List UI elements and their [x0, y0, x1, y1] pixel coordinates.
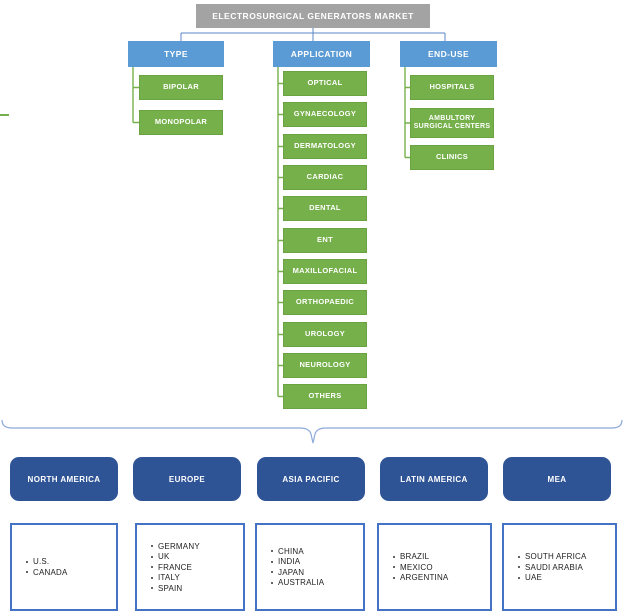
region-header-europe: EUROPE: [133, 457, 241, 501]
bullet-icon: [271, 581, 273, 584]
bullet-icon: [393, 566, 395, 568]
segment-header-application-label: APPLICATION: [290, 49, 353, 59]
country-item: GERMANY: [151, 542, 243, 551]
segment-header-type: TYPE: [128, 41, 224, 67]
segment-header-application: APPLICATION: [273, 41, 370, 67]
application-item: DENTAL: [283, 196, 367, 221]
bullet-icon: [393, 576, 395, 579]
bullet-icon: [271, 571, 273, 574]
region-header-north-america: NORTH AMERICA: [10, 457, 118, 501]
bullet-icon: [271, 550, 273, 553]
enduse-item: HOSPITALS: [410, 75, 494, 100]
country-item: SAUDI ARABIA: [518, 563, 615, 572]
country-item: ARGENTINA: [393, 573, 490, 582]
region-list-asia-pacific: CHINA INDIA JAPAN AUSTRALIA: [255, 523, 365, 611]
type-item: MONOPOLAR: [139, 110, 223, 135]
segment-header-enduse: END-USE: [400, 41, 497, 67]
segment-header-type-label: TYPE: [164, 49, 188, 59]
country-item: AUSTRALIA: [271, 578, 363, 587]
region-header-latin-america: LATIN AMERICA: [380, 457, 488, 501]
region-header-asia-pacific: ASIA PACIFIC: [257, 457, 365, 501]
bullet-icon: [393, 555, 395, 558]
country-item: UK: [151, 552, 243, 561]
application-item: DERMATOLOGY: [283, 134, 367, 159]
country-item: U.S.: [26, 557, 116, 566]
enduse-item: CLINICS: [410, 145, 494, 170]
regions-brace: [1, 419, 623, 444]
application-item: UROLOGY: [283, 322, 367, 347]
root-title-box: ELECTROSURGICAL GENERATORS MARKET: [196, 4, 430, 28]
country-item: CHINA: [271, 547, 363, 556]
country-item: JAPAN: [271, 568, 363, 577]
segment-header-enduse-label: END-USE: [427, 49, 470, 59]
bullet-icon: [518, 555, 520, 558]
application-item: NEUROLOGY: [283, 353, 367, 378]
application-item: ORTHOPAEDIC: [283, 290, 367, 315]
country-item: CANADA: [26, 568, 116, 577]
country-item: MEXICO: [393, 563, 490, 572]
application-item: MAXILLOFACIAL: [283, 259, 367, 284]
bullet-icon: [26, 560, 28, 563]
bullet-icon: [151, 555, 153, 558]
region-list-europe: GERMANY UK FRANCE ITALY SPAIN: [135, 523, 245, 611]
country-item: ITALY: [151, 573, 243, 582]
application-item: OPTICAL: [283, 71, 367, 96]
region-list-mea: SOUTH AFRICA SAUDI ARABIA UAE: [502, 523, 617, 611]
blue-connectors: [180, 28, 446, 41]
region-list-north-america: U.S. CANADA: [10, 523, 118, 611]
type-item: BIPOLAR: [139, 75, 223, 100]
country-item: BRAZIL: [393, 552, 490, 561]
country-item: FRANCE: [151, 563, 243, 572]
bullet-icon: [151, 587, 153, 589]
bullet-icon: [518, 566, 520, 568]
bullet-icon: [26, 571, 28, 574]
bullet-icon: [151, 566, 153, 568]
bullet-icon: [271, 560, 273, 563]
bullet-icon: [151, 576, 153, 579]
root-title: ELECTROSURGICAL GENERATORS MARKET: [212, 11, 414, 21]
bullet-icon: [151, 545, 153, 547]
region-header-mea: MEA: [503, 457, 611, 501]
application-item: GYNAECOLOGY: [283, 102, 367, 127]
country-item: SOUTH AFRICA: [518, 552, 615, 561]
bullet-icon: [518, 576, 520, 579]
country-item: SPAIN: [151, 584, 243, 593]
country-item: UAE: [518, 573, 615, 582]
application-item: ENT: [283, 228, 367, 253]
country-item: INDIA: [271, 557, 363, 566]
application-item: OTHERS: [283, 384, 367, 409]
enduse-item: AMBULTORY SURGICAL CENTERS: [410, 108, 494, 138]
application-item: CARDIAC: [283, 165, 367, 190]
region-list-latin-america: BRAZIL MEXICO ARGENTINA: [377, 523, 492, 611]
